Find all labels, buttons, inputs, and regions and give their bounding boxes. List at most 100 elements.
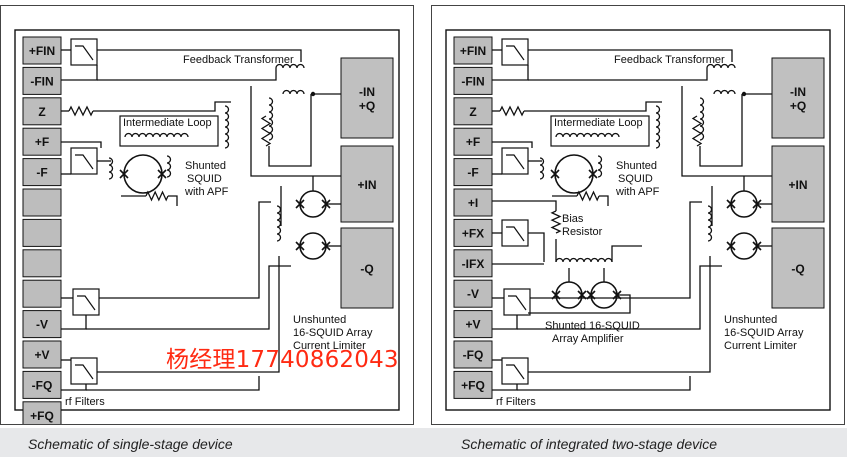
pin-label: +V (465, 318, 480, 332)
josephson-junction (586, 290, 596, 300)
output-terminal-box (771, 57, 825, 139)
filter-curve (506, 45, 525, 61)
amplifier-coil (555, 257, 613, 263)
shunted-label: with APF (184, 186, 229, 198)
wire (681, 86, 772, 177)
josephson-junction (550, 169, 560, 179)
filter-curve (75, 364, 94, 380)
josephson-junction (577, 290, 587, 300)
filter-curve (506, 226, 525, 242)
output-terminal-box (771, 145, 825, 223)
connector-pin (22, 188, 62, 217)
unshunted-label: 16-SQUID Array (724, 327, 804, 339)
wire (492, 200, 557, 211)
amplifier-squid (555, 281, 583, 309)
bias-resistor (550, 210, 562, 234)
flux-coil (539, 157, 545, 180)
flux-coil (108, 157, 114, 180)
intermediate-loop (550, 115, 650, 147)
pin-label: +F (35, 135, 49, 149)
feedback-transformer-label: Feedback Transformer (183, 54, 294, 66)
wire (611, 245, 642, 262)
intermediate-loop-label: Intermediate Loop (554, 117, 643, 129)
limiter-squid (730, 190, 758, 218)
apf-resistor (145, 190, 169, 202)
filter-curve (75, 154, 94, 170)
input-coil (224, 105, 230, 149)
josephson-junction (157, 169, 167, 179)
wire (528, 256, 711, 373)
two-stage-schematic: +FIN-FINZ+F-F+I+FX-IFX-V+V-FQ+FQ-IN+Q+IN… (445, 29, 831, 411)
terminal-label: -IN (790, 85, 806, 99)
wire (61, 65, 98, 81)
squid-input-coil (166, 155, 172, 178)
rf-filters-label: rf Filters (496, 396, 536, 408)
bias-label: Resistor (562, 226, 603, 238)
wire (61, 315, 87, 330)
wire (528, 232, 545, 262)
watermark-text: 杨经理17740862043 (166, 347, 399, 373)
wire (517, 376, 691, 391)
rf-filter-box (70, 147, 98, 175)
shunted-label: SQUID (618, 173, 653, 185)
caption-two-stage: Schematic of integrated two-stage device (461, 436, 718, 452)
connector-pin (22, 218, 62, 247)
connector-pin (22, 66, 62, 95)
caption-single-stage: Schematic of single-stage device (28, 436, 233, 452)
connector-pin (22, 97, 62, 126)
pin-label: Z (38, 105, 45, 119)
rf-filter-box (70, 357, 98, 385)
output-coil (282, 89, 305, 95)
shunted-label: SQUID (187, 173, 222, 185)
shunted-label: Shunted (185, 160, 226, 172)
pin-label: +V (34, 348, 49, 362)
limiter-squid (730, 232, 758, 260)
unshunted-label: Unshunted (293, 314, 346, 326)
connector-pin (453, 310, 493, 339)
wire (599, 195, 609, 206)
amplifier-label: Array Amplifier (552, 333, 624, 345)
pin-label: -FIN (30, 74, 53, 88)
caption-band (0, 428, 847, 457)
wire (86, 265, 291, 330)
shunted-label: Shunted (616, 160, 657, 172)
connector-pin (22, 249, 62, 278)
limiter-coil (707, 205, 713, 242)
intermediate-loop-label: Intermediate Loop (123, 117, 212, 129)
pin-label: +F (466, 135, 480, 149)
wire (97, 256, 280, 373)
output-terminal-box (771, 227, 825, 309)
pin-label: +FQ (461, 378, 485, 392)
intermediate-coil (555, 132, 620, 138)
pin-label: -FIN (461, 74, 484, 88)
connector-pin (22, 36, 62, 65)
output-terminal-box (340, 145, 394, 223)
unshunted-label: Current Limiter (293, 340, 366, 352)
unshunted-label: Unshunted (724, 314, 777, 326)
terminal-label: +IN (788, 178, 807, 192)
limiter-squid (299, 190, 327, 218)
unshunted-label: Current Limiter (724, 340, 797, 352)
wire (699, 94, 743, 167)
shunted-squid (123, 154, 163, 194)
wire (61, 141, 102, 148)
output-coil (713, 89, 736, 95)
connector-pin (22, 340, 62, 369)
connector-pin (453, 97, 493, 126)
wire (168, 195, 178, 206)
wire (492, 65, 529, 81)
connector-pin (453, 340, 493, 369)
junction-dot (310, 91, 316, 97)
feedback-coil (275, 63, 305, 69)
pin-label: -FQ (463, 348, 484, 362)
connector-pin (453, 218, 493, 247)
terminal-label: +IN (357, 178, 376, 192)
limiter-coil (276, 205, 282, 242)
shunt-resistor (691, 115, 703, 147)
bias-label: Bias (562, 213, 584, 225)
resistor (68, 105, 94, 117)
pin-label: +I (468, 196, 478, 210)
connector-pin (453, 66, 493, 95)
